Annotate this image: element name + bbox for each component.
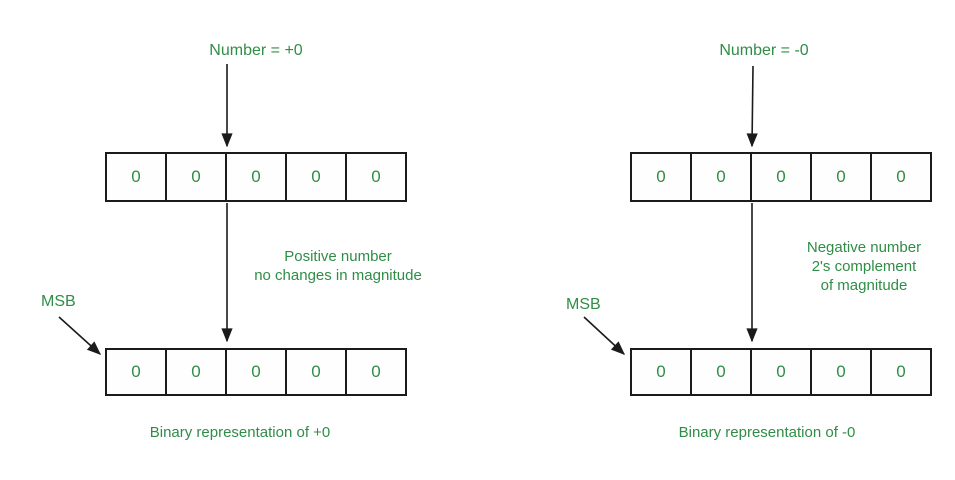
bit-cell: 0 [690, 350, 750, 394]
right-top-bit-row: 0 0 0 0 0 [630, 152, 932, 202]
note-line: of magnitude [820, 277, 908, 294]
left-top-bit-row: 0 0 0 0 0 [105, 152, 407, 202]
bit-cell: 0 [345, 350, 405, 394]
bit-cell: 0 [656, 362, 666, 381]
left-bottom-bit-row: 0 0 0 0 0 [105, 348, 407, 396]
bit-cell: 0 [810, 350, 870, 394]
bit-cell: 0 [750, 350, 810, 394]
right-transform-note: Negative number 2's complement of magnit… [764, 238, 955, 295]
note-line: 2's complement [811, 258, 917, 275]
right-caption: Binary representation of -0 [678, 424, 856, 441]
bit-cell: 0 [131, 362, 141, 381]
right-msb-arrow [583, 316, 626, 355]
bit-cell: 0 [165, 350, 225, 394]
right-number-label: Number = -0 [719, 42, 809, 59]
bit-cell: 0 [810, 154, 870, 200]
note-line: Negative number [806, 239, 922, 256]
note-line: no changes in magnitude [254, 267, 422, 284]
left-number-label: Number = +0 [209, 42, 303, 59]
bit-cell: 0 [750, 154, 810, 200]
bit-cell: 0 [285, 350, 345, 394]
note-line: Positive number [284, 248, 392, 265]
bit-cell: 0 [165, 154, 225, 200]
bit-cell: 0 [870, 154, 930, 200]
bit-cell: 0 [131, 167, 141, 186]
left-msb-label: MSB [41, 293, 76, 310]
left-msb-arrow [58, 316, 102, 355]
right-msb-label: MSB [566, 296, 601, 313]
bit-cell: 0 [656, 167, 666, 186]
right-number-to-top-row-arrow [746, 65, 758, 148]
left-transform-note: Positive number no changes in magnitude [228, 247, 448, 285]
right-bottom-bit-row: 0 0 0 0 0 [630, 348, 932, 396]
bit-cell: 0 [285, 154, 345, 200]
bit-cell: 0 [870, 350, 930, 394]
bit-cell: 0 [225, 350, 285, 394]
left-caption: Binary representation of +0 [149, 424, 331, 441]
bit-cell: 0 [345, 154, 405, 200]
bit-cell: 0 [225, 154, 285, 200]
bit-cell: 0 [690, 154, 750, 200]
